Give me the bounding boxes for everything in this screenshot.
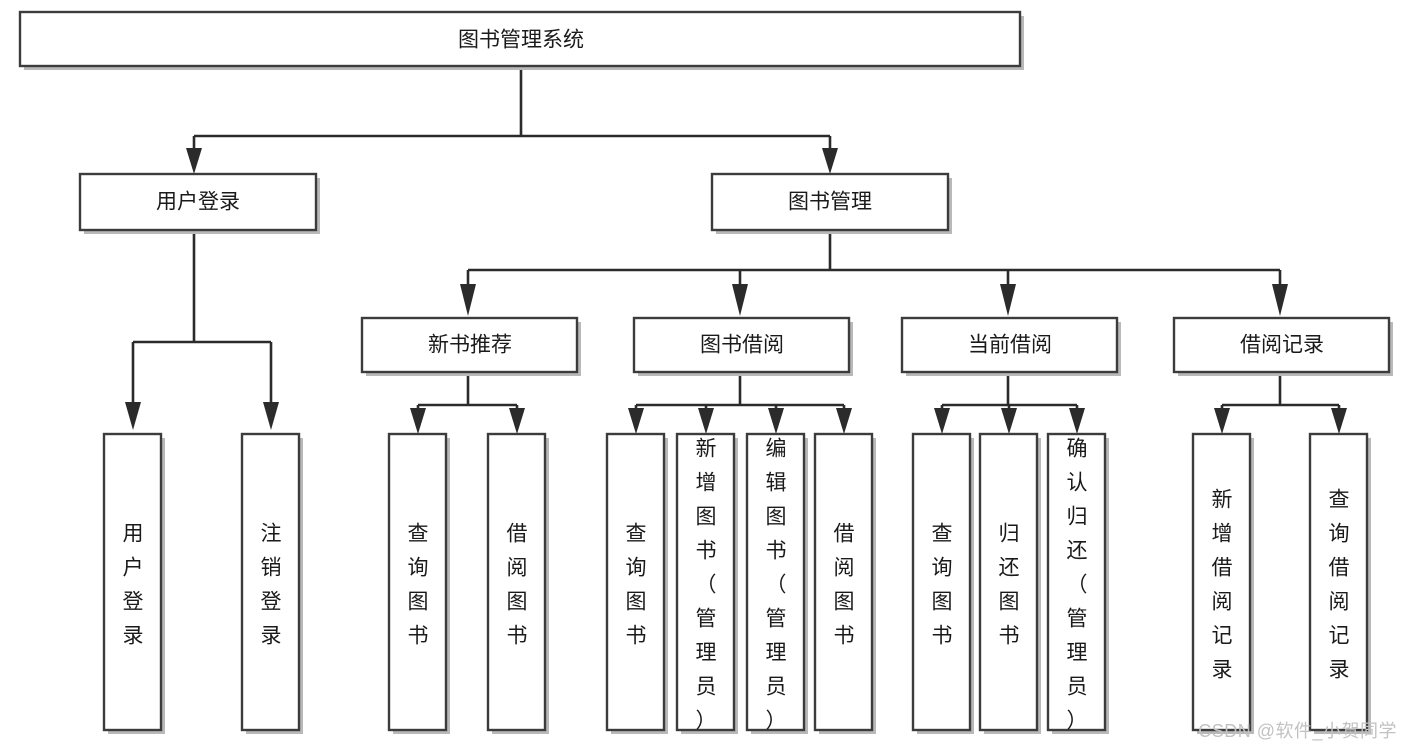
new-book-recommend-box[interactable] <box>360 316 579 374</box>
connector-layer <box>125 68 1347 434</box>
leaf-query-book-2-box[interactable] <box>605 432 666 732</box>
arrow-newrec-leaf-1 <box>410 408 426 434</box>
arrow-to-borrow <box>732 284 748 316</box>
leaf-query-book-1-box[interactable] <box>387 432 448 732</box>
leaf-add-record-label: 新增借阅记录 <box>1212 489 1233 682</box>
leaf-logout-label: 注销登录 <box>261 523 282 648</box>
leaf-return-book[interactable]: 归还图书 <box>978 432 1041 734</box>
arrow-borrow-leaf-1 <box>628 408 644 434</box>
leaf-query-book-2[interactable]: 查询图书 <box>605 432 668 734</box>
leaf-add-book-label: 新增图书（管理员） <box>696 438 717 733</box>
leaf-add-book-box[interactable] <box>675 432 736 732</box>
current-borrow-label: 当前借阅 <box>968 334 1052 357</box>
leaf-query-book-2-label: 查询图书 <box>626 523 647 648</box>
borrow-record-box[interactable] <box>1172 316 1391 374</box>
arrow-borrow-leaf-2 <box>698 408 714 434</box>
arrow-to-book-mgmt <box>822 148 838 174</box>
leaf-edit-book-label: 编辑图书（管理员） <box>766 438 787 733</box>
leaf-borrow-book-1-box[interactable] <box>486 432 547 732</box>
node-root[interactable]: 图书管理系统 <box>18 10 1024 70</box>
node-current-borrow[interactable]: 当前借阅 <box>900 316 1121 376</box>
book-management-box[interactable] <box>710 172 950 232</box>
leaf-borrow-book-2-box[interactable] <box>813 432 874 732</box>
arrow-to-current <box>1000 284 1016 316</box>
leaf-return-book-label: 归还图书 <box>999 523 1020 648</box>
leaf-user-login[interactable]: 用户登录 <box>102 432 165 734</box>
book-management-label: 图书管理 <box>788 191 872 214</box>
leaf-confirm-return-box[interactable] <box>1046 432 1107 732</box>
leaf-user-login-box[interactable] <box>102 432 163 732</box>
leaf-edit-book[interactable]: 编辑图书（管理员） <box>745 432 808 734</box>
book-borrow-box[interactable] <box>632 316 851 374</box>
leaf-query-book-1[interactable]: 查询图书 <box>387 432 450 734</box>
borrow-record-label: 借阅记录 <box>1240 334 1324 357</box>
arrow-to-new-rec <box>460 284 476 316</box>
user-login-box[interactable] <box>78 172 318 232</box>
leaf-borrow-book-2[interactable]: 借阅图书 <box>813 432 876 734</box>
leaf-query-book-3-label: 查询图书 <box>932 523 953 648</box>
leaf-confirm-return-label: 确认归还（管理员） <box>1067 438 1088 733</box>
arrow-to-user-login <box>186 148 202 174</box>
leaf-user-login-label: 用户登录 <box>123 523 144 648</box>
arrow-current-leaf-1 <box>934 408 950 434</box>
leaf-add-record-box[interactable] <box>1191 432 1252 732</box>
node-borrow-record[interactable]: 借阅记录 <box>1172 316 1393 376</box>
leaf-query-book-1-label: 查询图书 <box>408 523 429 648</box>
root-box[interactable] <box>18 10 1022 68</box>
book-borrow-label: 图书借阅 <box>700 334 784 357</box>
node-book-borrow[interactable]: 图书借阅 <box>632 316 853 376</box>
leaf-query-record-label: 查询借阅记录 <box>1329 489 1350 682</box>
arrow-current-leaf-2 <box>1001 408 1017 434</box>
leaf-query-book-3[interactable]: 查询图书 <box>911 432 974 734</box>
leaf-query-record-box[interactable] <box>1308 432 1369 732</box>
root-label: 图书管理系统 <box>458 29 584 52</box>
leaf-query-book-3-box[interactable] <box>911 432 972 732</box>
leaf-add-record[interactable]: 新增借阅记录 <box>1191 432 1254 734</box>
leaf-edit-book-box[interactable] <box>745 432 806 732</box>
node-book-management[interactable]: 图书管理 <box>710 172 952 234</box>
user-login-label: 用户登录 <box>156 191 240 214</box>
leaf-return-book-box[interactable] <box>978 432 1039 732</box>
leaf-query-record[interactable]: 查询借阅记录 <box>1308 432 1371 734</box>
leaf-borrow-book-1[interactable]: 借阅图书 <box>486 432 549 734</box>
leaf-borrow-book-1-label: 借阅图书 <box>507 523 528 648</box>
leaf-borrow-book-2-label: 借阅图书 <box>834 523 855 648</box>
leaf-confirm-return[interactable]: 确认归还（管理员） <box>1046 432 1109 734</box>
leaf-logout-box[interactable] <box>240 432 301 732</box>
new-book-recommend-label: 新书推荐 <box>428 334 512 357</box>
arrow-to-login-leaf <box>125 402 141 430</box>
arrow-record-leaf-2 <box>1331 408 1347 434</box>
arrow-to-record <box>1272 284 1288 316</box>
leaf-logout[interactable]: 注销登录 <box>240 432 303 734</box>
node-user-login[interactable]: 用户登录 <box>78 172 320 234</box>
arrow-borrow-leaf-3 <box>768 408 784 434</box>
current-borrow-box[interactable] <box>900 316 1119 374</box>
arrow-record-leaf-1 <box>1214 408 1230 434</box>
arrow-borrow-leaf-4 <box>836 408 852 434</box>
csdn-watermark: CSDN @软件_小贺同学 <box>1198 721 1397 741</box>
arrow-newrec-leaf-2 <box>509 408 525 434</box>
leaf-add-book[interactable]: 新增图书（管理员） <box>675 432 738 734</box>
arrow-current-leaf-3 <box>1069 408 1085 434</box>
arrow-to-logout-leaf <box>263 402 279 430</box>
node-new-book-recommend[interactable]: 新书推荐 <box>360 316 581 376</box>
